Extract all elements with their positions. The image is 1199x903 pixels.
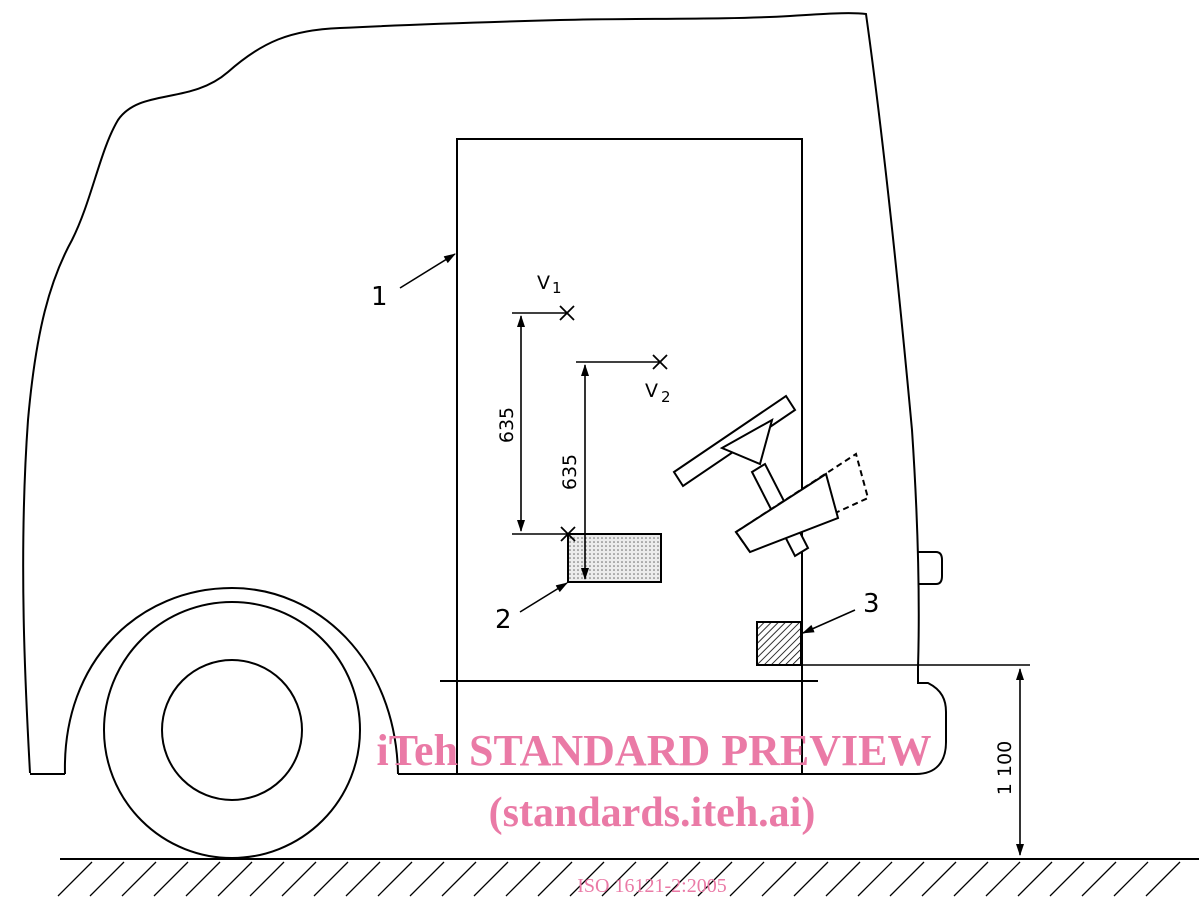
tyre <box>103 601 361 859</box>
leader-control <box>802 609 856 634</box>
ground-hatch-line <box>1017 861 1053 897</box>
ground-hatch-line <box>217 861 253 897</box>
label-v2: V <box>645 380 658 402</box>
wheel-arch <box>63 586 399 775</box>
ground-hatch-line <box>857 861 893 897</box>
ground-hatch-line <box>1049 861 1085 897</box>
ground-hatch-line <box>153 861 189 897</box>
cab-outline <box>22 12 947 775</box>
ground-hatch-line <box>921 861 957 897</box>
ground-hatch-line <box>441 861 477 897</box>
label-door: 1 <box>371 282 388 312</box>
leader-door <box>399 253 456 289</box>
marker-lamp <box>918 551 943 585</box>
watermark-line3: ISO 16121-2:2005 <box>577 875 726 897</box>
ground-hatch-line <box>793 861 829 897</box>
control-box <box>756 621 802 666</box>
ground-hatch-line <box>953 861 989 897</box>
ground-hatch-line <box>185 861 221 897</box>
label-v1-sub: 1 <box>552 279 562 297</box>
ground-hatch-line <box>761 861 797 897</box>
ground-hatch-line <box>313 861 349 897</box>
leader-seat <box>519 582 568 613</box>
v1-base-point <box>512 526 576 542</box>
ground-hatch-line <box>729 861 765 897</box>
ground-hatch-line <box>249 861 285 897</box>
ground-hatch-line <box>473 861 509 897</box>
dimension-v1-value: 635 <box>496 407 518 443</box>
ground-hatch-line <box>825 861 861 897</box>
ground <box>57 858 1199 897</box>
ground-hatch-line <box>377 861 413 897</box>
dimension-v2-value: 635 <box>559 454 581 490</box>
ground-hatch-line <box>57 861 93 897</box>
label-control: 3 <box>863 589 880 619</box>
ground-hatch-line <box>697 861 733 897</box>
seat-reference-block <box>567 533 662 583</box>
label-seat-reference: 2 <box>495 605 512 635</box>
v1-point <box>512 305 575 321</box>
door-outline <box>456 138 803 775</box>
ground-hatch-line <box>345 861 381 897</box>
label-v2-sub: 2 <box>661 388 671 406</box>
steering-assembly <box>672 394 870 558</box>
ground-hatch-line <box>1081 861 1117 897</box>
ground-hatch-line <box>569 861 605 897</box>
ground-hatch-line <box>537 861 573 897</box>
label-v1: V <box>537 272 550 294</box>
ground-hatch-line <box>89 861 125 897</box>
wheel-rim <box>161 659 303 801</box>
ground-hatch-line <box>665 861 701 897</box>
v2-point <box>576 354 668 370</box>
watermark-line2: (standards.iteh.ai) <box>489 790 816 836</box>
ground-hatch-line <box>505 861 541 897</box>
ground-hatch-line <box>889 861 925 897</box>
ground-hatch-line <box>121 861 157 897</box>
ground-hatch-line <box>633 861 669 897</box>
ground-hatch-line <box>601 861 637 897</box>
watermark-line1: iTeh STANDARD PREVIEW <box>377 726 932 775</box>
ground-hatch-line <box>985 861 1021 897</box>
dimension-control-value: 1 100 <box>994 741 1016 795</box>
ground-hatch-line <box>1145 861 1181 897</box>
ground-hatch-line <box>281 861 317 897</box>
ground-hatch-line <box>409 861 445 897</box>
ground-hatch-line <box>1113 861 1149 897</box>
